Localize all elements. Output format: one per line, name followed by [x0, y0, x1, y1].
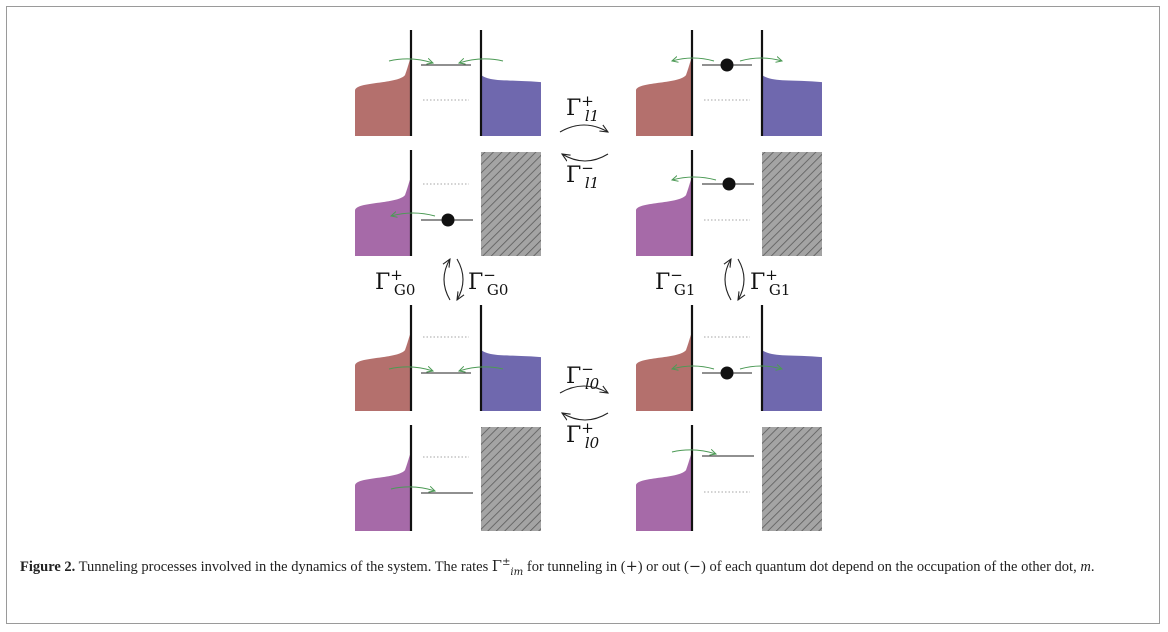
rate-gamma-l1-plus: Γ+l1 — [566, 92, 599, 125]
violet-lead-bottom-right-b — [636, 453, 692, 531]
hatched-gate-bottom-left-b — [481, 427, 541, 531]
red-lead-bottom-left-a — [355, 333, 411, 411]
hatched-gate-top-left-b — [481, 152, 541, 256]
caption-minus: − — [688, 558, 702, 575]
rate-gamma-G1-minus: Γ−G1 — [655, 266, 695, 299]
figure-caption: Figure 2. Tunneling processes involved i… — [20, 552, 1140, 583]
red-lead-top-left-a — [355, 58, 411, 136]
electron-top-right-b — [722, 177, 736, 191]
red-lead-bottom-right-a — [636, 333, 692, 411]
panel-top-left-a — [355, 30, 541, 136]
rate-gamma-G0-plus: Γ+G0 — [375, 266, 415, 299]
caption-label: Figure 2. — [20, 558, 76, 575]
tunnel-arrow-left-top-right-a — [672, 58, 715, 61]
tunnel-arrow-right-top-right-a — [739, 58, 782, 61]
violet-lead-top-left-b — [355, 178, 411, 256]
caption-text-3: ) or out ( — [637, 558, 689, 575]
violet-lead-bottom-left-b — [355, 453, 411, 531]
electron-bottom-right-a — [720, 366, 734, 380]
arrow-G0-down — [457, 258, 463, 300]
figure-frame — [6, 6, 1160, 624]
violet-lead-top-right-b — [636, 178, 692, 256]
tunnel-arrow-left-bottom-left-a — [388, 367, 433, 371]
arrow-G0-up — [444, 259, 450, 301]
electron-top-right-a — [720, 58, 734, 72]
tunnel-arrow-right-top-left-a — [459, 59, 504, 63]
blue-lead-bottom-left-a — [481, 350, 541, 411]
arrow-G1-down — [738, 258, 744, 300]
arrow-G1-up — [725, 259, 731, 301]
tunnel-arrow-top-right-b — [672, 177, 717, 180]
arrow-l1-backward — [562, 154, 609, 162]
arrow-l1-forward — [559, 124, 608, 132]
panel-bottom-right-a — [636, 305, 822, 411]
caption-plus: + — [625, 558, 638, 575]
panel-top-left-b — [355, 150, 541, 256]
panel-top-right-a — [636, 30, 822, 136]
panel-bottom-left-b — [355, 425, 541, 531]
caption-text-5: . — [1090, 558, 1095, 575]
panel-bottom-left-a — [355, 305, 541, 411]
rate-gamma-l1-minus: Γ−l1 — [566, 159, 599, 192]
tunnel-arrow-bottom-left-b — [390, 487, 435, 491]
tunnel-arrow-top-left-b — [391, 213, 436, 216]
tunnel-arrow-bottom-right-b — [671, 450, 716, 454]
electron-top-left-b — [441, 213, 455, 227]
blue-lead-top-right-a — [762, 75, 822, 136]
caption-text-1: Tunneling processes involved in the dyna… — [75, 558, 492, 575]
arrow-l0-forward — [559, 385, 608, 393]
rate-gamma-G0-minus: Γ−G0 — [468, 266, 508, 299]
caption-text-4: ) of each quantum dot depend on the occu… — [701, 558, 1081, 575]
panel-top-right-b — [636, 150, 822, 256]
caption-text-2: for tunneling in ( — [523, 558, 626, 575]
hatched-gate-bottom-right-b — [762, 427, 822, 531]
blue-lead-top-left-a — [481, 75, 541, 136]
rate-gamma-G1-plus: Γ+G1 — [750, 266, 790, 299]
panel-bottom-right-b — [636, 425, 822, 531]
red-lead-top-right-a — [636, 58, 692, 136]
blue-lead-bottom-right-a — [762, 350, 822, 411]
rate-gamma-l0-plus: Γ+l0 — [566, 419, 600, 452]
caption-rate-symbol: Γ±im — [491, 557, 524, 578]
tunnel-arrow-left-bottom-right-a — [672, 366, 715, 369]
caption-var-m: m — [1080, 558, 1091, 575]
hatched-gate-top-right-b — [762, 152, 822, 256]
tunnel-arrow-left-top-left-a — [388, 59, 433, 63]
tunnel-arrow-right-bottom-left-a — [459, 367, 504, 371]
rate-gamma-l0-minus: Γ−l0 — [566, 360, 600, 393]
arrow-l0-backward — [562, 413, 609, 421]
tunnel-arrow-right-bottom-right-a — [739, 366, 782, 369]
